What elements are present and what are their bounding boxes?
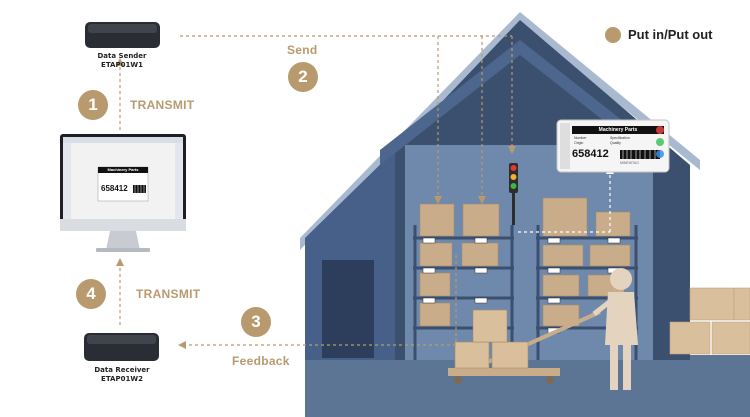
side-window xyxy=(322,260,374,358)
receiver-label-line1: Data Receiver xyxy=(94,366,150,374)
boxes-right xyxy=(542,197,631,327)
pallet-jack xyxy=(448,309,601,384)
legend-label: Put in/Put out xyxy=(628,27,713,42)
receiver-label: Data Receiver ETAP01W2 xyxy=(62,366,182,384)
step-2-badge: 2 xyxy=(288,62,318,92)
monitor-tag-title: Machinery Parts xyxy=(107,167,139,172)
step-3-label: Feedback xyxy=(232,354,290,368)
shelf-tag-title: Machinery Parts xyxy=(598,127,638,133)
worker-figure xyxy=(592,268,638,390)
warehouse-building xyxy=(300,12,700,360)
stack-light xyxy=(509,163,518,225)
shelf-tag-field-number: Number xyxy=(574,136,587,140)
sender-label-line1: Data Sender xyxy=(97,52,147,60)
data-receiver-device xyxy=(84,333,159,361)
shelf-tag-field-quality: Quality xyxy=(610,141,621,145)
shelf-epaper-tag xyxy=(556,119,670,173)
data-sender-device xyxy=(85,22,160,48)
flow-arrows xyxy=(119,35,513,346)
boxes-outside xyxy=(669,287,750,355)
shelf-tag-brand: MINEWTAG xyxy=(620,161,639,165)
step-4-label: TRANSMIT xyxy=(136,287,201,301)
step-1-label: TRANSMIT xyxy=(130,98,195,112)
step-2-label: Send xyxy=(287,43,318,57)
shelf-tag-field-origin: Origin xyxy=(574,141,584,145)
sender-label: Data Sender ETAP01W1 xyxy=(62,52,182,70)
legend-dot xyxy=(605,27,621,43)
sender-label-line2: ETAP01W1 xyxy=(101,61,143,69)
step-4-badge: 4 xyxy=(76,279,106,309)
arrowheads xyxy=(116,58,516,349)
shelf-tag-field-spec: Specification xyxy=(610,136,630,140)
step-3-badge: 3 xyxy=(241,307,271,337)
computer-monitor xyxy=(60,134,186,252)
monitor-tag-code: 658412 xyxy=(101,184,128,193)
shelf-tag-code: 658412 xyxy=(572,148,609,160)
boxes-left xyxy=(419,203,500,327)
receiver-label-line2: ETAP01W2 xyxy=(101,375,143,383)
step-1-badge: 1 xyxy=(78,90,108,120)
